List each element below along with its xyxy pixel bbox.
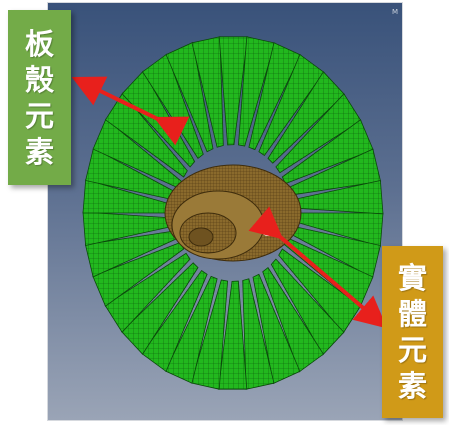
solid-label-char: 實 [398, 260, 427, 296]
solid-label-char: 體 [398, 296, 427, 332]
shell-arrow [86, 84, 168, 124]
shell-element-label: 板 殼 元 素 [8, 10, 71, 185]
solid-element-label: 實 體 元 素 [382, 246, 443, 418]
shell-label-char: 素 [25, 134, 54, 170]
shell-label-char: 殼 [25, 62, 54, 98]
shell-label-char: 元 [25, 98, 54, 134]
solid-label-char: 素 [398, 368, 427, 404]
solid-label-char: 元 [398, 332, 427, 368]
shell-label-char: 板 [25, 26, 54, 62]
solid-arrow [271, 229, 375, 318]
